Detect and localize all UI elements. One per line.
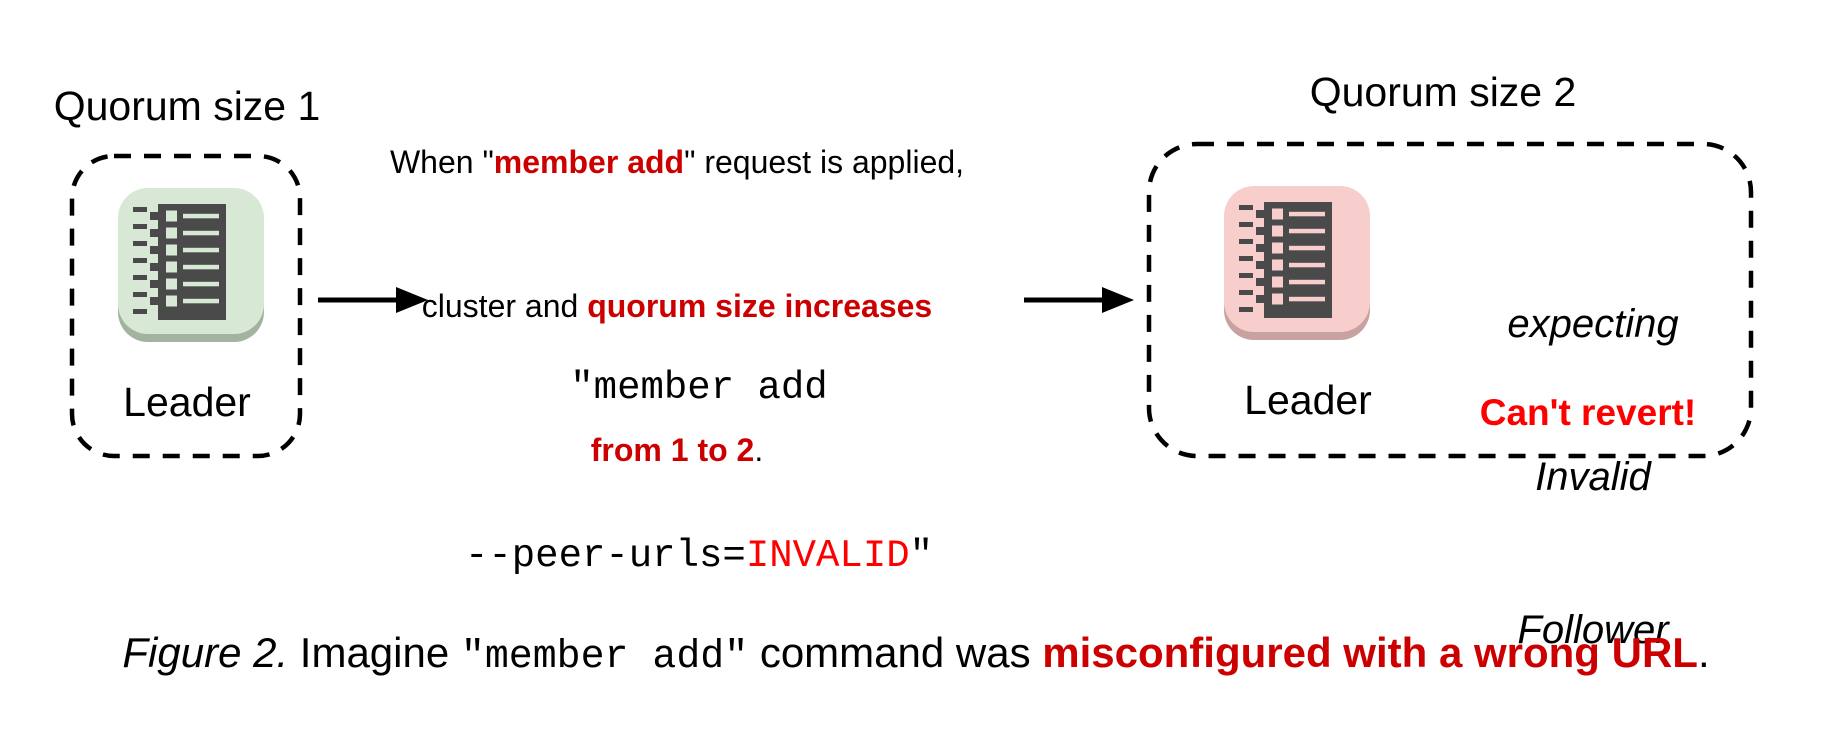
figure-number: Figure 2. — [122, 629, 289, 676]
top-note: When "member add" request is applied, cl… — [390, 42, 964, 570]
left-cluster-title: Quorum size 1 — [53, 83, 321, 129]
top-note-line-3: from 1 to 2. — [590, 432, 764, 468]
figure-caption: Figure 2. Imagine "member add" command w… — [0, 520, 1832, 738]
left-leader-label: Leader — [123, 379, 251, 425]
misconfigured-emphasis: misconfigured with a wrong URL — [1042, 629, 1698, 676]
invalid-url-emphasis: INVALID — [745, 534, 910, 578]
member-add-command: "member add --peer-urls=INVALID" — [465, 248, 933, 696]
right-cluster-dashed-box — [1146, 141, 1754, 459]
leader-server-icon — [118, 188, 264, 342]
caption-line-1: Figure 2. Imagine "member add" command w… — [122, 629, 1710, 679]
leader-server-icon — [1224, 186, 1370, 340]
arrow-right-icon — [318, 287, 428, 313]
cant-revert-warning: Can't revert! — [1479, 392, 1697, 433]
command-line-1: "member add — [570, 366, 828, 410]
right-cluster-title: Quorum size 2 — [1309, 69, 1577, 115]
command-line-2: --peer-urls=INVALID" — [464, 534, 934, 578]
top-note-line-1: When "member add" request is applied, — [389, 144, 965, 180]
arrow-right-icon — [1024, 287, 1134, 313]
from-1-to-2-emphasis: from 1 to 2 — [590, 432, 755, 468]
caption-member-add-code: "member add" — [460, 634, 749, 679]
member-add-emphasis: member add — [493, 144, 685, 180]
left-cluster-dashed-box — [69, 153, 303, 459]
expecting-invalid-follower-note: expecting Invalid Follower — [1507, 302, 1679, 652]
top-note-line-2: cluster and quorum size increases — [421, 288, 933, 324]
right-leader-label: Leader — [1244, 377, 1372, 423]
quorum-increase-emphasis: quorum size increases — [587, 288, 933, 324]
